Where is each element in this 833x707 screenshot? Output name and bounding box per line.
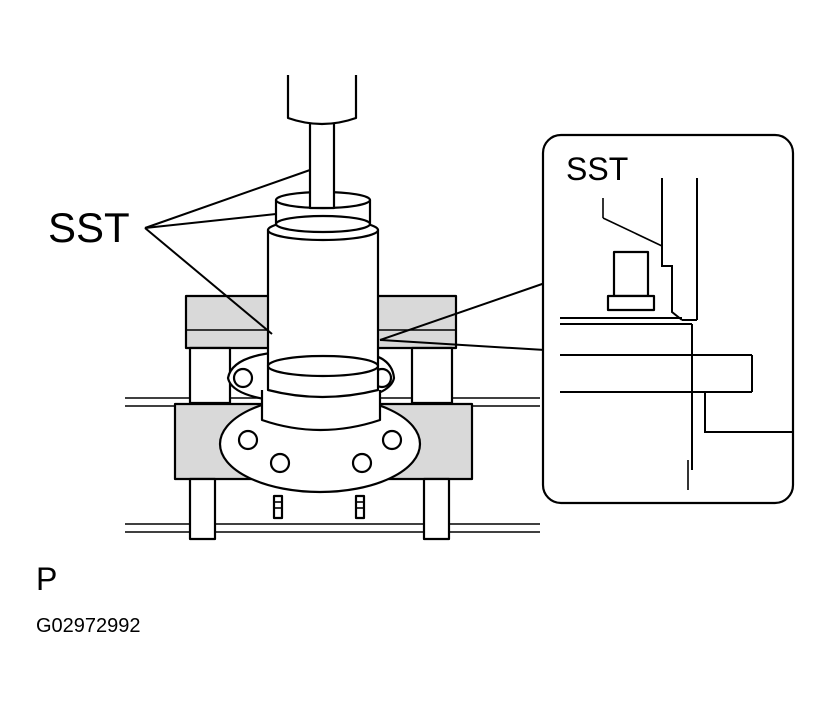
sst-label: SST	[48, 204, 130, 251]
sst-leader-lines	[144, 169, 311, 335]
sst-cylinder	[266, 218, 380, 399]
detail-inset	[541, 133, 795, 505]
sst-inset-label: SST	[566, 151, 628, 187]
figure-code: G02972992	[36, 615, 141, 637]
view-letter: P	[36, 561, 57, 597]
detail-callout	[379, 282, 546, 351]
press-ram	[286, 75, 358, 210]
